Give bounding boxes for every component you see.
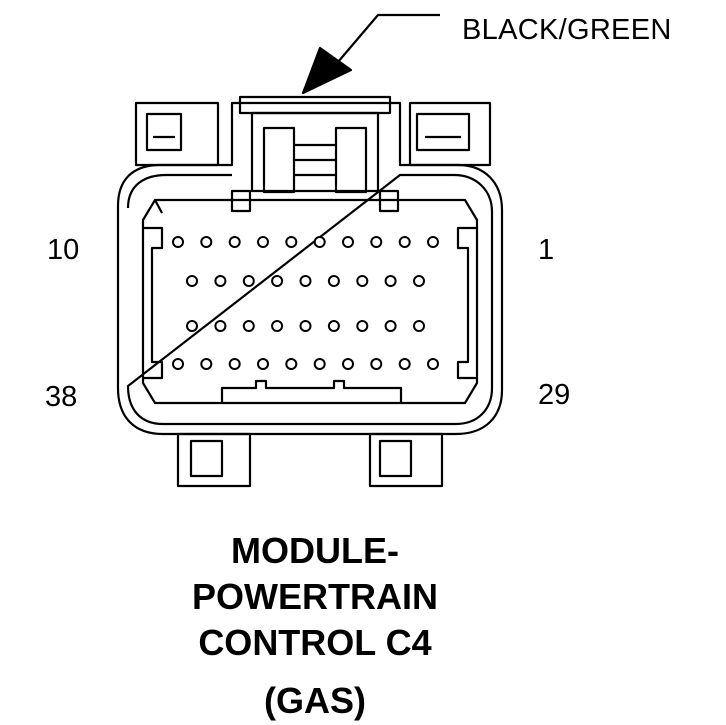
pin-cavity (285, 358, 298, 370)
bottom-right-latch-ear (368, 432, 444, 488)
top-right-latch-ear (408, 101, 492, 167)
pin-cavity (257, 236, 269, 248)
pin-cavity (242, 275, 255, 287)
pin-cavity (200, 358, 213, 370)
pin-cavity (342, 358, 354, 370)
pin-number-label-top-right: 1 (538, 234, 555, 266)
pin-cavity (384, 320, 397, 332)
pin-cavity (427, 236, 439, 248)
top-left-latch-ear (134, 101, 220, 167)
pin-cavity (327, 275, 340, 287)
center-lock-latch (230, 95, 400, 213)
pin-number-label-bottom-left: 38 (45, 381, 78, 413)
pin-cavity (299, 320, 312, 332)
diagram-title-line-1: MODULE- (231, 530, 399, 571)
pin-number-label-bottom-right: 29 (538, 379, 571, 411)
pin-cavity (299, 275, 312, 287)
pin-cavity (214, 275, 227, 287)
pin-cavity (257, 358, 269, 370)
bottom-left-latch-ear (176, 432, 252, 488)
pin-cavity (427, 358, 439, 370)
pin-cavity (413, 275, 425, 287)
pin-cavity (186, 320, 198, 332)
pin-cavity (370, 236, 383, 248)
pin-cavity (327, 320, 340, 332)
pin-cavity (398, 236, 411, 248)
pin-cavity (384, 275, 397, 287)
diagram-title-line-3: CONTROL C4 (198, 622, 432, 663)
pin-cavity (228, 358, 241, 370)
diagram-title-line-4: (GAS) (264, 680, 366, 721)
pin-cavities (172, 236, 439, 370)
pin-cavity (242, 320, 255, 332)
wire-color-label: BLACK/GREEN (462, 14, 672, 46)
pin-cavity (271, 275, 284, 287)
pin-cavity (228, 236, 241, 248)
pin-cavity (356, 320, 369, 332)
pin-cavity (285, 236, 298, 248)
pin-cavity (200, 236, 213, 248)
diagram-title-line-2: POWERTRAIN (192, 576, 438, 617)
pin-cavity (214, 320, 227, 332)
pin-cavity (356, 275, 369, 287)
connector-housing (116, 101, 504, 436)
pin-cavity (413, 320, 425, 332)
pin-cavity (186, 275, 198, 287)
pin-cavity (271, 320, 284, 332)
pin-cavity (342, 236, 354, 248)
pin-cavity (313, 358, 326, 370)
pin-cavity (172, 236, 184, 248)
pin-cavity (172, 358, 184, 370)
leader-arrow (301, 13, 440, 95)
pin-cavity (398, 358, 411, 370)
pin-cavity (313, 236, 326, 248)
pin-cavity (370, 358, 383, 370)
pin-number-label-top-left: 10 (47, 234, 80, 266)
